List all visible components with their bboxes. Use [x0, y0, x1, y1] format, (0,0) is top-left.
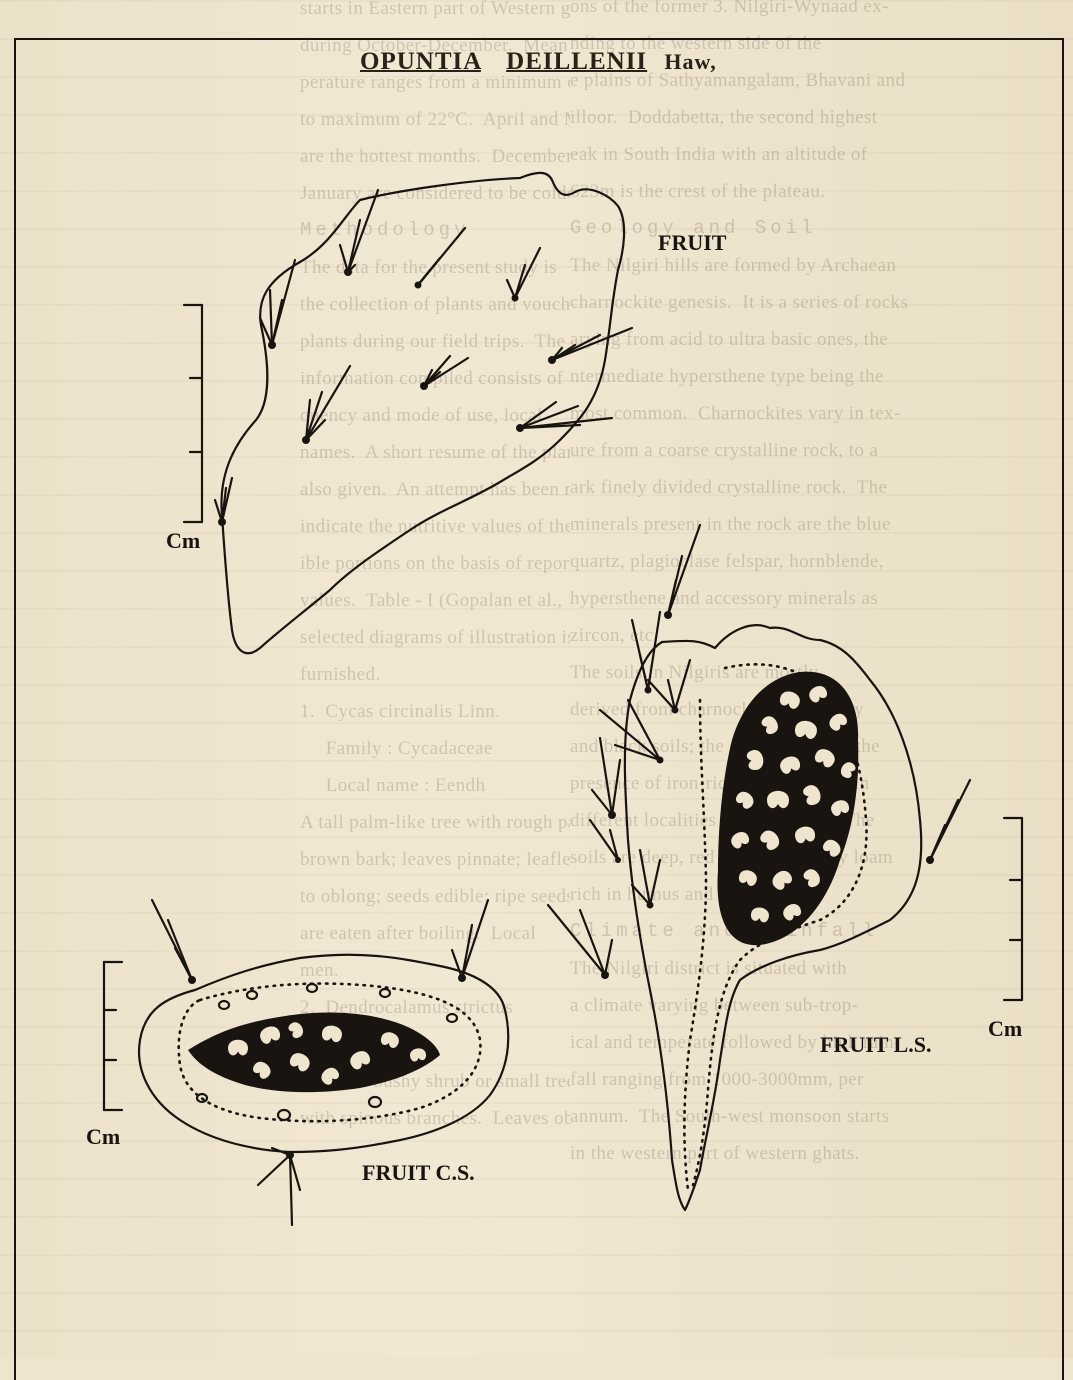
fruit-scale-bar — [184, 305, 202, 522]
label-fruit-ls: FRUIT L.S. — [820, 1032, 931, 1058]
fruit-ls-scale-bar — [1004, 818, 1022, 1000]
label-fruit-cs-scale: Cm — [86, 1124, 120, 1150]
label-fruit: FRUIT — [658, 230, 726, 256]
fruit-longitudinal-section-drawing — [548, 525, 1022, 1210]
label-fruit-cs: FRUIT C.S. — [362, 1160, 475, 1186]
fruit-areoles — [218, 268, 556, 526]
fruit-outline — [221, 173, 624, 653]
label-fruit-scale: Cm — [166, 528, 200, 554]
fruit-spines — [215, 190, 632, 522]
fruit-whole-drawing — [184, 173, 632, 653]
fruit-cs-seed-mass — [188, 1013, 440, 1093]
fruit-cs-scale-bar — [104, 962, 122, 1110]
label-fruit-ls-scale: Cm — [988, 1016, 1022, 1042]
